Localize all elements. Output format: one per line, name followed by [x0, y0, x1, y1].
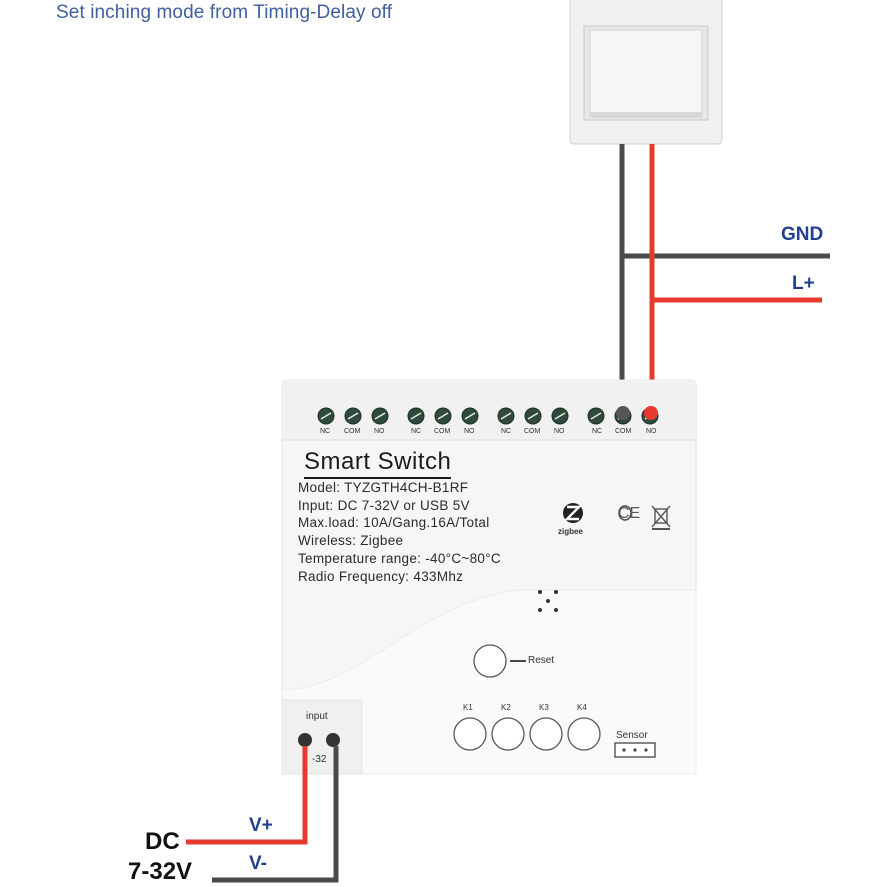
terminal-screw-slot	[320, 412, 332, 420]
spec-input: Input: DC 7-32V or USB 5V	[298, 498, 470, 513]
k4-label: K4	[577, 703, 587, 712]
diagram-caption: Set inching mode from Timing-Delay off	[56, 2, 393, 23]
zigbee-logo	[563, 503, 583, 523]
switch-wires	[619, 144, 830, 410]
terminal-screw-slot	[374, 412, 386, 420]
gnd-label: GND	[781, 224, 824, 245]
terminal-screw-slot	[554, 412, 566, 420]
sensor-label: Sensor	[616, 730, 648, 741]
reset-label: Reset	[528, 655, 555, 666]
supply-label-voltage: 7-32V	[128, 858, 193, 885]
terminal-label: NO	[646, 428, 657, 435]
terminal-label: NC	[592, 428, 603, 435]
terminal-label: NO	[464, 428, 475, 435]
vminus-label: V-	[249, 853, 267, 874]
k1-button[interactable]	[453, 717, 487, 751]
reset-button[interactable]	[473, 644, 526, 678]
input-voltage-label: -32	[312, 754, 327, 765]
terminal-screw-slot	[500, 412, 512, 420]
terminal-screw-slot	[437, 412, 449, 420]
input-terminals	[298, 733, 340, 747]
lplus-label: L+	[792, 273, 815, 294]
led-indicator-icon	[538, 590, 558, 612]
terminal-screw-slot	[410, 412, 422, 420]
k1-label: K1	[463, 703, 473, 712]
input-label: input	[306, 711, 328, 722]
spec-max-load: Max.load: 10A/Gang.16A/Total	[298, 515, 490, 530]
spec-wireless: Wireless: Zigbee	[298, 533, 404, 548]
k2-label: K2	[501, 703, 511, 712]
sensor-port	[614, 742, 656, 758]
terminal-label: COM	[434, 428, 451, 435]
wall-switch	[569, 0, 723, 145]
ce-text: CE	[618, 505, 641, 522]
terminal-label: NC	[501, 428, 512, 435]
key-buttons	[453, 717, 601, 751]
zigbee-text: zigbee	[558, 527, 583, 536]
ce-mark	[618, 505, 632, 521]
terminal-screw-slot	[590, 412, 602, 420]
terminal-label: NC	[411, 428, 422, 435]
weee-bin-icon	[651, 505, 671, 530]
spec-model: Model: TYZGTH4CH-B1RF	[298, 480, 469, 495]
terminal-wire-ends	[616, 406, 658, 420]
terminal-screw-slot	[347, 412, 359, 420]
terminal-label: COM	[344, 428, 361, 435]
k4-button[interactable]	[567, 717, 601, 751]
device-title: Smart Switch	[304, 448, 452, 479]
vplus-label: V+	[249, 815, 273, 836]
terminal-screw-slot	[464, 412, 476, 420]
terminal-label: NO	[554, 428, 565, 435]
terminal-label: NO	[374, 428, 385, 435]
k3-button[interactable]	[529, 717, 563, 751]
k2-button[interactable]	[491, 717, 525, 751]
terminal-block	[317, 407, 659, 425]
dc-supply-wires	[186, 746, 339, 883]
spec-radio-frequency: Radio Frequency: 433Mhz	[298, 569, 464, 584]
supply-label-dc: DC	[145, 828, 180, 855]
k3-label: K3	[539, 703, 549, 712]
terminal-label: COM	[524, 428, 541, 435]
spec-temperature: Temperature range: -40°C~80°C	[298, 551, 501, 566]
terminal-label: NC	[320, 428, 331, 435]
terminal-label: COM	[615, 428, 632, 435]
terminal-screw-slot	[527, 412, 539, 420]
